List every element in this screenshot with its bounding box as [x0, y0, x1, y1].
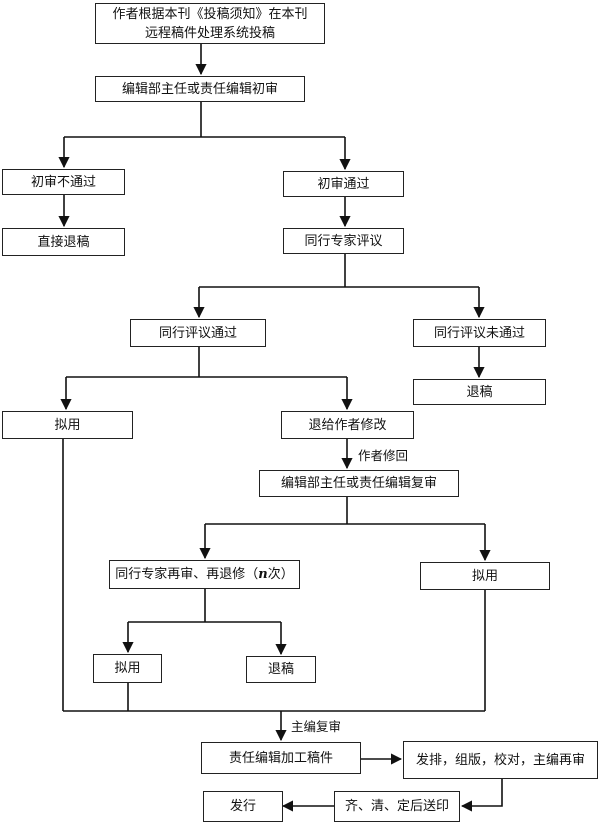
node-publish: 发行	[203, 791, 283, 822]
node-editor-process: 责任编辑加工稿件	[201, 742, 361, 774]
node-accept-1: 拟用	[2, 411, 133, 439]
node-initial-review: 编辑部主任或责任编辑初审	[95, 76, 305, 102]
node-final-check: 齐、清、定后送印	[334, 791, 460, 822]
edge-to-final-check	[460, 779, 503, 812]
node-initial-fail: 初审不通过	[2, 169, 125, 195]
node-initial-pass: 初审通过	[283, 171, 404, 197]
edge-label-author-revise: 作者修回	[356, 445, 411, 464]
node-return-to-author: 退给作者修改	[281, 411, 414, 439]
node-peer-fail: 同行评议未通过	[413, 319, 546, 347]
repeat-review-variable: n	[258, 567, 268, 582]
node-reject-1: 退稿	[413, 379, 546, 405]
node-direct-reject: 直接退稿	[2, 228, 125, 256]
node-accept-3: 拟用	[420, 562, 550, 590]
node-author-submission: 作者根据本刊《投稿须知》在本刊 远程稿件处理系统投稿	[95, 3, 325, 44]
node-typeset: 发排，组版，校对，主编再审	[403, 741, 598, 779]
node-peer-pass: 同行评议通过	[130, 319, 266, 347]
edge-label-chief-review: 主编复审	[289, 716, 344, 735]
repeat-review-prefix: 同行专家再审、再退修（	[115, 567, 259, 582]
repeat-review-suffix: 次）	[267, 567, 294, 582]
node-reject-2: 退稿	[246, 656, 316, 683]
node-accept-2: 拟用	[93, 654, 162, 683]
node-re-review: 编辑部主任或责任编辑复审	[259, 470, 459, 497]
node-peer-review: 同行专家评议	[283, 228, 404, 254]
